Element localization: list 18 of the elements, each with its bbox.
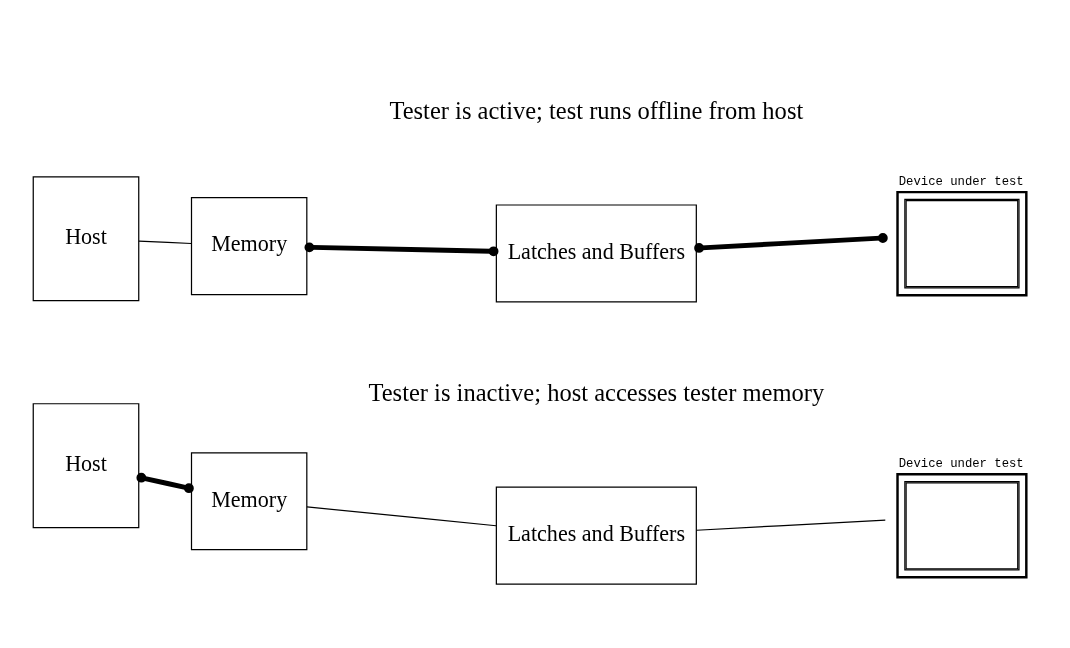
node-box (896, 190, 1028, 297)
label: Tester is active; test runs offline from host (389, 96, 804, 124)
node-box: Memory (190, 452, 308, 551)
node-label: Device under test (898, 456, 1024, 471)
node-label: Device under test (898, 174, 1024, 189)
label: Tester is inactive; host accesses tester memory (368, 378, 825, 406)
connector (694, 233, 888, 253)
node-box: Latches and Buffers (495, 486, 697, 585)
node-box (896, 473, 1028, 579)
connector (306, 506, 497, 527)
node-box: Host (32, 176, 140, 302)
connector (304, 242, 499, 257)
node-box: Host (32, 403, 140, 529)
node-box: Memory (190, 197, 308, 296)
connector (696, 519, 886, 531)
connector (138, 240, 192, 245)
connector (136, 472, 194, 494)
node-box: Latches and Buffers (495, 204, 697, 303)
